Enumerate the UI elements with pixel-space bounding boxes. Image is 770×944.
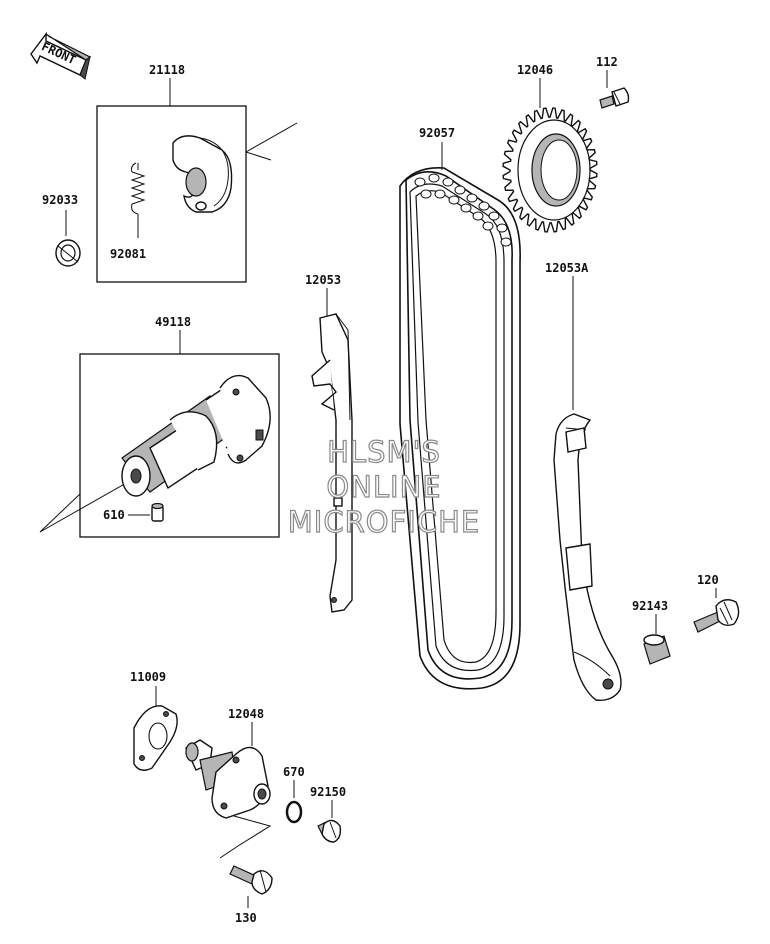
part-number-112: 112	[596, 55, 618, 69]
bolt-120	[693, 599, 740, 633]
part-number-21118: 21118	[149, 63, 185, 77]
chain-guide-12053A	[553, 413, 622, 701]
dowel-pin-610	[151, 502, 164, 522]
timing-chain-92057	[399, 167, 521, 690]
camshaft-sprocket-12046	[502, 107, 598, 233]
gasket-11009	[133, 705, 178, 771]
part-number-12048: 12048	[228, 707, 264, 721]
part-number-92081: 92081	[110, 247, 146, 261]
front-arrow-icon: FRONT	[30, 31, 92, 80]
watermark-line-1: HLSM'S	[327, 435, 441, 469]
bolt-112	[599, 87, 630, 109]
watermark-line-3: MICROFICHE	[288, 505, 480, 539]
watermark: HLSM'S ONLINE MICROFICHE	[287, 434, 480, 539]
o-ring-670	[285, 800, 303, 824]
assembly-box-21118	[96, 78, 298, 283]
chain-guide-12053	[311, 313, 353, 613]
part-number-92143: 92143	[632, 599, 668, 613]
part-number-12053: 12053	[305, 273, 341, 287]
part-number-49118: 49118	[155, 315, 191, 329]
bolt-92150	[317, 819, 342, 843]
part-number-610: 610	[103, 508, 125, 522]
part-number-12053A: 12053A	[545, 261, 589, 275]
collar-92143	[643, 634, 671, 665]
part-number-12046: 12046	[517, 63, 553, 77]
cam-chain-tensioner-12048	[185, 739, 271, 819]
spring-92081	[130, 162, 146, 238]
part-number-92057: 92057	[419, 126, 455, 140]
decompressor-weight	[172, 135, 233, 213]
part-number-120: 120	[697, 573, 719, 587]
watermark-line-2: ONLINE	[326, 470, 441, 504]
bolt-130	[229, 865, 273, 895]
assembly-box-49118	[39, 330, 280, 538]
part-number-11009: 11009	[130, 670, 166, 684]
part-number-92150: 92150	[310, 785, 346, 799]
part-number-670: 670	[283, 765, 305, 779]
part-number-92033: 92033	[42, 193, 78, 207]
part-number-130: 130	[235, 911, 257, 925]
camshaft-49118	[121, 374, 271, 497]
circlip-92033	[55, 239, 81, 267]
